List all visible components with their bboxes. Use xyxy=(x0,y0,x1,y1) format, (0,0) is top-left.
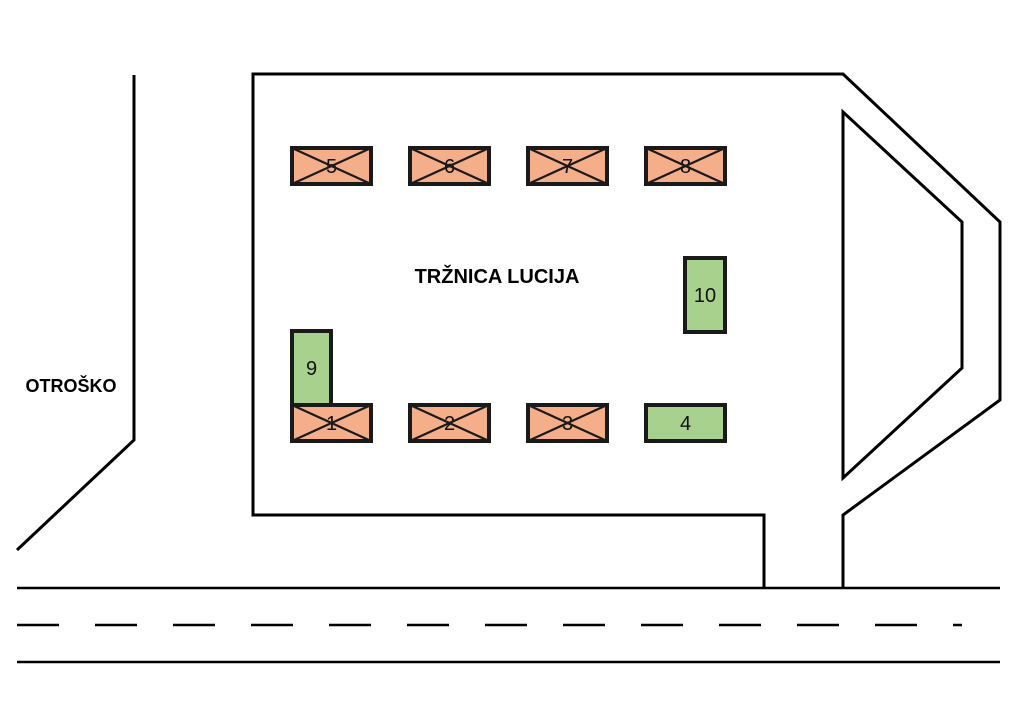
stall-6-cross-b xyxy=(409,146,490,186)
stall-9-box xyxy=(290,329,333,407)
stall-3[interactable]: 3 xyxy=(526,403,609,443)
stall-1[interactable]: 1 xyxy=(290,403,373,443)
stall-2-cross-b xyxy=(409,403,490,443)
stall-6[interactable]: 6 xyxy=(408,146,491,186)
stall-7-cross-b xyxy=(527,146,608,186)
stall-9[interactable]: 9 xyxy=(290,329,333,407)
stall-5[interactable]: 5 xyxy=(290,146,373,186)
market-boundary xyxy=(251,72,1002,588)
stall-9-number: 9 xyxy=(306,358,317,380)
stall-5-cross-b xyxy=(291,146,372,186)
stall-8-cross-b xyxy=(645,146,726,186)
place-name-label: OTROŠKO xyxy=(25,375,116,396)
stall-3-cross-b xyxy=(527,403,608,443)
stall-8[interactable]: 8 xyxy=(644,146,727,186)
stall-4-number: 4 xyxy=(680,413,691,435)
stall-2[interactable]: 2 xyxy=(408,403,491,443)
stall-10-box xyxy=(683,256,727,334)
left-road-edge xyxy=(15,75,136,552)
stall-4[interactable]: 4 xyxy=(644,403,727,443)
stall-1-cross-b xyxy=(291,403,372,443)
stall-4-box xyxy=(644,403,727,443)
stalls-group: 123 4 5678 9 10 xyxy=(290,146,727,443)
market-name-label: TRŽNICA LUCIJA xyxy=(415,264,580,288)
stall-10-number: 10 xyxy=(694,285,716,307)
stall-10[interactable]: 10 xyxy=(683,256,727,334)
traffic-island xyxy=(841,108,964,482)
stall-7[interactable]: 7 xyxy=(526,146,609,186)
